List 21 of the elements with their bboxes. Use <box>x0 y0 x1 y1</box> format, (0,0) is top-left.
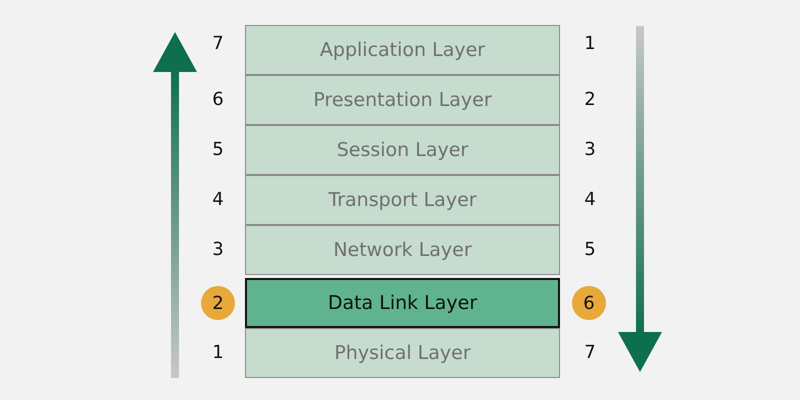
layer-box: Data Link Layer <box>245 278 560 328</box>
layer-box: Presentation Layer <box>245 75 560 125</box>
layer-number: 7 <box>583 341 597 365</box>
layer-number: 1 <box>211 341 225 365</box>
layer-number: 5 <box>211 138 225 162</box>
layer-number: 6 <box>211 88 225 112</box>
layer-number: 3 <box>583 138 597 162</box>
layer-number: 5 <box>583 238 597 262</box>
layer-number: 4 <box>583 188 597 212</box>
layer-number: 2 <box>583 88 597 112</box>
layer-box: Physical Layer <box>245 328 560 378</box>
layer-number: 4 <box>211 188 225 212</box>
layer-box: Session Layer <box>245 125 560 175</box>
layer-box: Network Layer <box>245 225 560 275</box>
layer-number: 3 <box>211 238 225 262</box>
number-badge: 2 <box>201 286 235 320</box>
layer-box: Transport Layer <box>245 175 560 225</box>
layer-number: 1 <box>583 32 597 56</box>
layer-box: Application Layer <box>245 25 560 75</box>
layer-number: 7 <box>211 32 225 56</box>
number-badge: 6 <box>572 286 606 320</box>
